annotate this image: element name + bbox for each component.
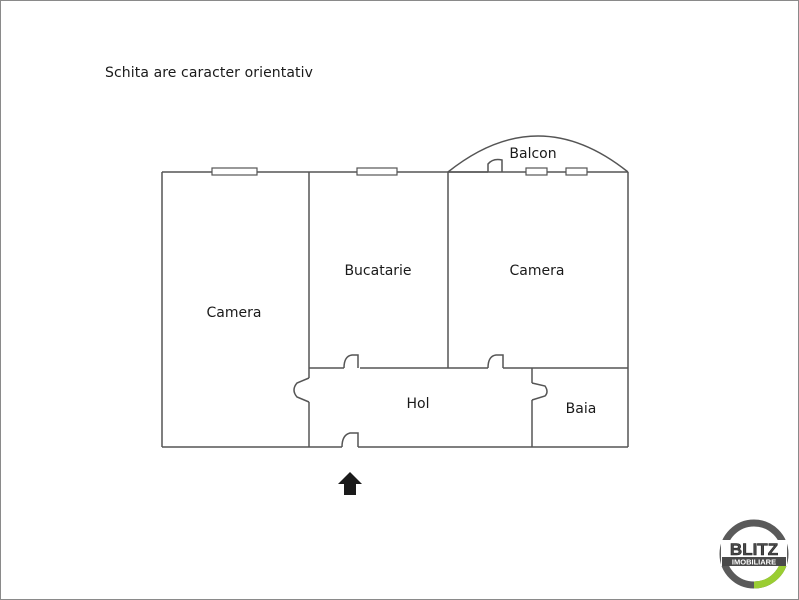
window-camera-right-2: [565, 167, 588, 176]
logo-text-imobiliare: IMOBILIARE: [732, 558, 776, 567]
room-label-baia: Baia: [565, 401, 597, 417]
window-bucatarie: [356, 167, 398, 176]
blitz-logo: BLITZ IMOBILIARE: [719, 519, 789, 589]
window-camera-right-1: [525, 167, 548, 176]
balcony-door: [487, 158, 503, 172]
door-camera-left: [293, 377, 310, 403]
door-camera-right: [487, 354, 504, 369]
room-label-balcon: Balcon: [509, 146, 557, 162]
logo-text-blitz: BLITZ: [730, 540, 778, 559]
room-label-hol: Hol: [406, 396, 430, 412]
room-label-camera-left: Camera: [206, 305, 262, 321]
door-baia: [531, 382, 548, 401]
room-label-camera-right: Camera: [509, 263, 565, 279]
disclaimer-caption: Schita are caracter orientativ: [105, 65, 314, 81]
balcony-arc: [447, 135, 629, 173]
room-label-bucatarie: Bucatarie: [344, 263, 412, 279]
window-camera-left: [211, 167, 258, 176]
door-bucatarie: [343, 354, 359, 369]
arrow-up-icon: [338, 472, 362, 495]
entrance-door: [341, 432, 359, 448]
